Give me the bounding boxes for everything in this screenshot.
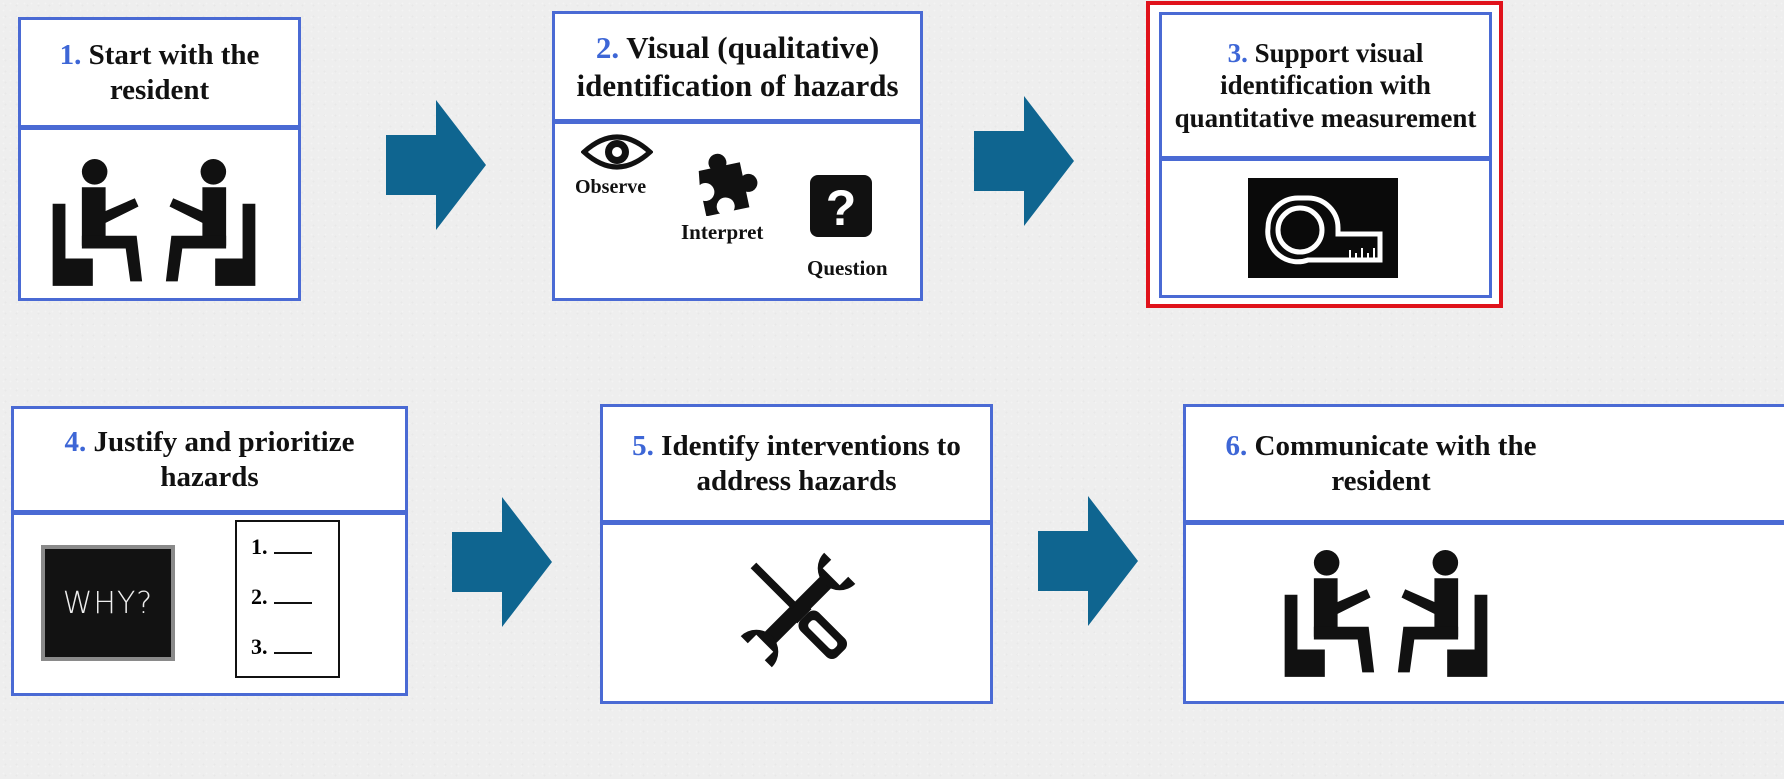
step-6-title: Communicate with the resident [1254, 429, 1537, 497]
arrow-right-icon [974, 96, 1074, 226]
step-6-title-wrap: 6. Communicate with the resident [1186, 429, 1576, 499]
meeting-icon [49, 158, 259, 286]
step-6-number: 6. [1225, 429, 1248, 462]
step-3-number: 3. [1227, 37, 1248, 68]
step-4-card: 4. Justify and prioritize hazards WHY? 1… [11, 406, 408, 696]
chalk-text: WHY? [62, 585, 154, 621]
step-2-number: 2. [595, 30, 620, 66]
step-2-header: 2. Visual (qualitative) identification o… [555, 14, 920, 124]
step-5-body [603, 525, 990, 701]
priority-list: 1. 2. 3. [235, 520, 340, 678]
step-4-title: Justify and prioritize hazards [93, 425, 355, 493]
step-1-card: 1. Start with the resident [18, 17, 301, 301]
eye-icon [581, 134, 653, 170]
step-2-body: Observe Interpret ? Question [555, 124, 920, 298]
chalkboard-icon: WHY? [41, 545, 175, 661]
list-item-number: 3. [251, 634, 268, 659]
step-1-body [21, 130, 298, 298]
arrow-right-icon [452, 497, 552, 627]
list-item-number: 2. [251, 584, 268, 609]
tools-icon [740, 552, 856, 668]
arrow-right-icon [386, 100, 486, 230]
step-5-title-wrap: 5. Identify interventions to address haz… [613, 429, 980, 499]
step-3-card: 3. Support visual identification with qu… [1159, 12, 1492, 298]
step-3-title-wrap: 3. Support visual identification with qu… [1174, 37, 1477, 134]
step-4-header: 4. Justify and prioritize hazards [14, 409, 405, 515]
list-item: 2. [251, 584, 312, 610]
meeting-icon [1281, 549, 1491, 677]
step-5-card: 5. Identify interventions to address haz… [600, 404, 993, 704]
question-icon: ? [810, 175, 872, 237]
step-2-title: Visual (qualitative) identification of h… [576, 30, 899, 103]
step-3-title: Support visual identification with quant… [1174, 37, 1477, 133]
list-item: 3. [251, 634, 312, 660]
observe-label: Observe [575, 176, 647, 198]
step-5-number: 5. [632, 429, 654, 462]
step-2-card: 2. Visual (qualitative) identification o… [552, 11, 923, 301]
step-5-title: Identify interventions to address hazard… [661, 429, 961, 497]
list-item-number: 1. [251, 534, 268, 559]
step-6-body [1186, 525, 1784, 701]
question-label: Question [807, 256, 888, 280]
step-6-card: 6. Communicate with the resident [1183, 404, 1784, 704]
step-3-header: 3. Support visual identification with qu… [1162, 15, 1489, 161]
step-2-title-wrap: 2. Visual (qualitative) identification o… [569, 29, 906, 103]
list-item: 1. [251, 534, 312, 560]
step-4-number: 4. [64, 425, 87, 458]
step-4-title-wrap: 4. Justify and prioritize hazards [24, 425, 395, 495]
interpret-label: Interpret [681, 220, 764, 244]
step-4-body: WHY? 1. 2. 3. [14, 515, 405, 693]
step-3-body [1162, 161, 1489, 295]
tape-measure-icon [1248, 178, 1398, 278]
step-1-title: Start with the resident [88, 38, 260, 106]
arrow-right-icon [1038, 496, 1138, 626]
svg-text:?: ? [826, 180, 857, 236]
puzzle-icon [698, 153, 758, 216]
step-6-header: 6. Communicate with the resident [1186, 407, 1784, 525]
step-1-title-wrap: 1. Start with the resident [31, 38, 288, 108]
step-1-header: 1. Start with the resident [21, 20, 298, 130]
step-1-number: 1. [59, 38, 82, 71]
step-5-header: 5. Identify interventions to address haz… [603, 407, 990, 525]
